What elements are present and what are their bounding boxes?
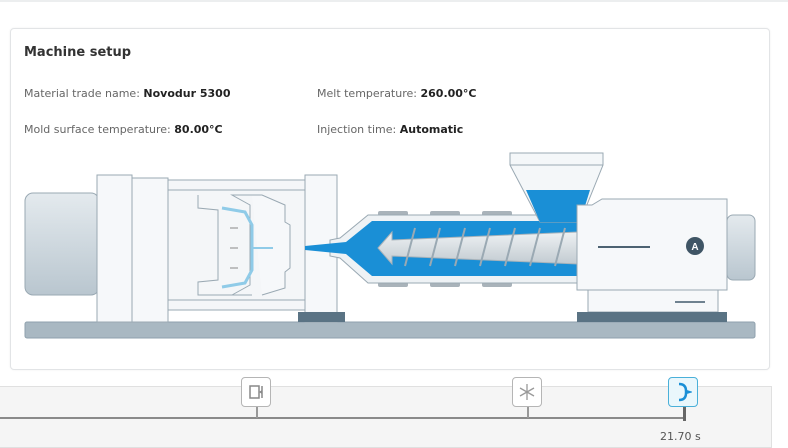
cycle-time-value: 21.70 s [660,430,701,443]
clamp-cylinder [24,192,100,296]
field-value: 260.00°C [420,87,477,100]
mold-temp-field: Mold surface temperature: 80.00°C [24,123,223,136]
moving-platen [96,174,133,323]
marker-stem [527,407,529,418]
field-value: 80.00°C [174,123,223,136]
mold-clamp-icon[interactable] [241,377,271,407]
mold [197,194,252,296]
material-field: Material trade name: Novodur 5300 [24,87,231,100]
brand-logo-icon [686,237,704,255]
melt-temp-field: Melt temperature: 260.00°C [317,87,477,100]
card-title: Machine setup [24,45,132,60]
top-divider [0,0,788,2]
field-label: Material trade name: [24,87,140,100]
process-timeline: 21.70 s [0,377,772,448]
marker-stem [683,407,686,421]
marker-stem [256,407,258,418]
field-label: Injection time: [317,123,397,136]
field-label: Mold surface temperature: [24,123,171,136]
injection-time-field: Injection time: Automatic [317,123,463,136]
cooling-snowflake-icon[interactable] [512,377,542,407]
timeline-track [0,417,686,419]
field-label: Melt temperature: [317,87,417,100]
machine-base [24,321,756,339]
field-value: Automatic [399,123,464,136]
eject-icon[interactable] [668,377,698,407]
svg-text:A: A [691,242,698,253]
field-value: Novodur 5300 [143,87,231,100]
drive-unit [576,198,728,291]
